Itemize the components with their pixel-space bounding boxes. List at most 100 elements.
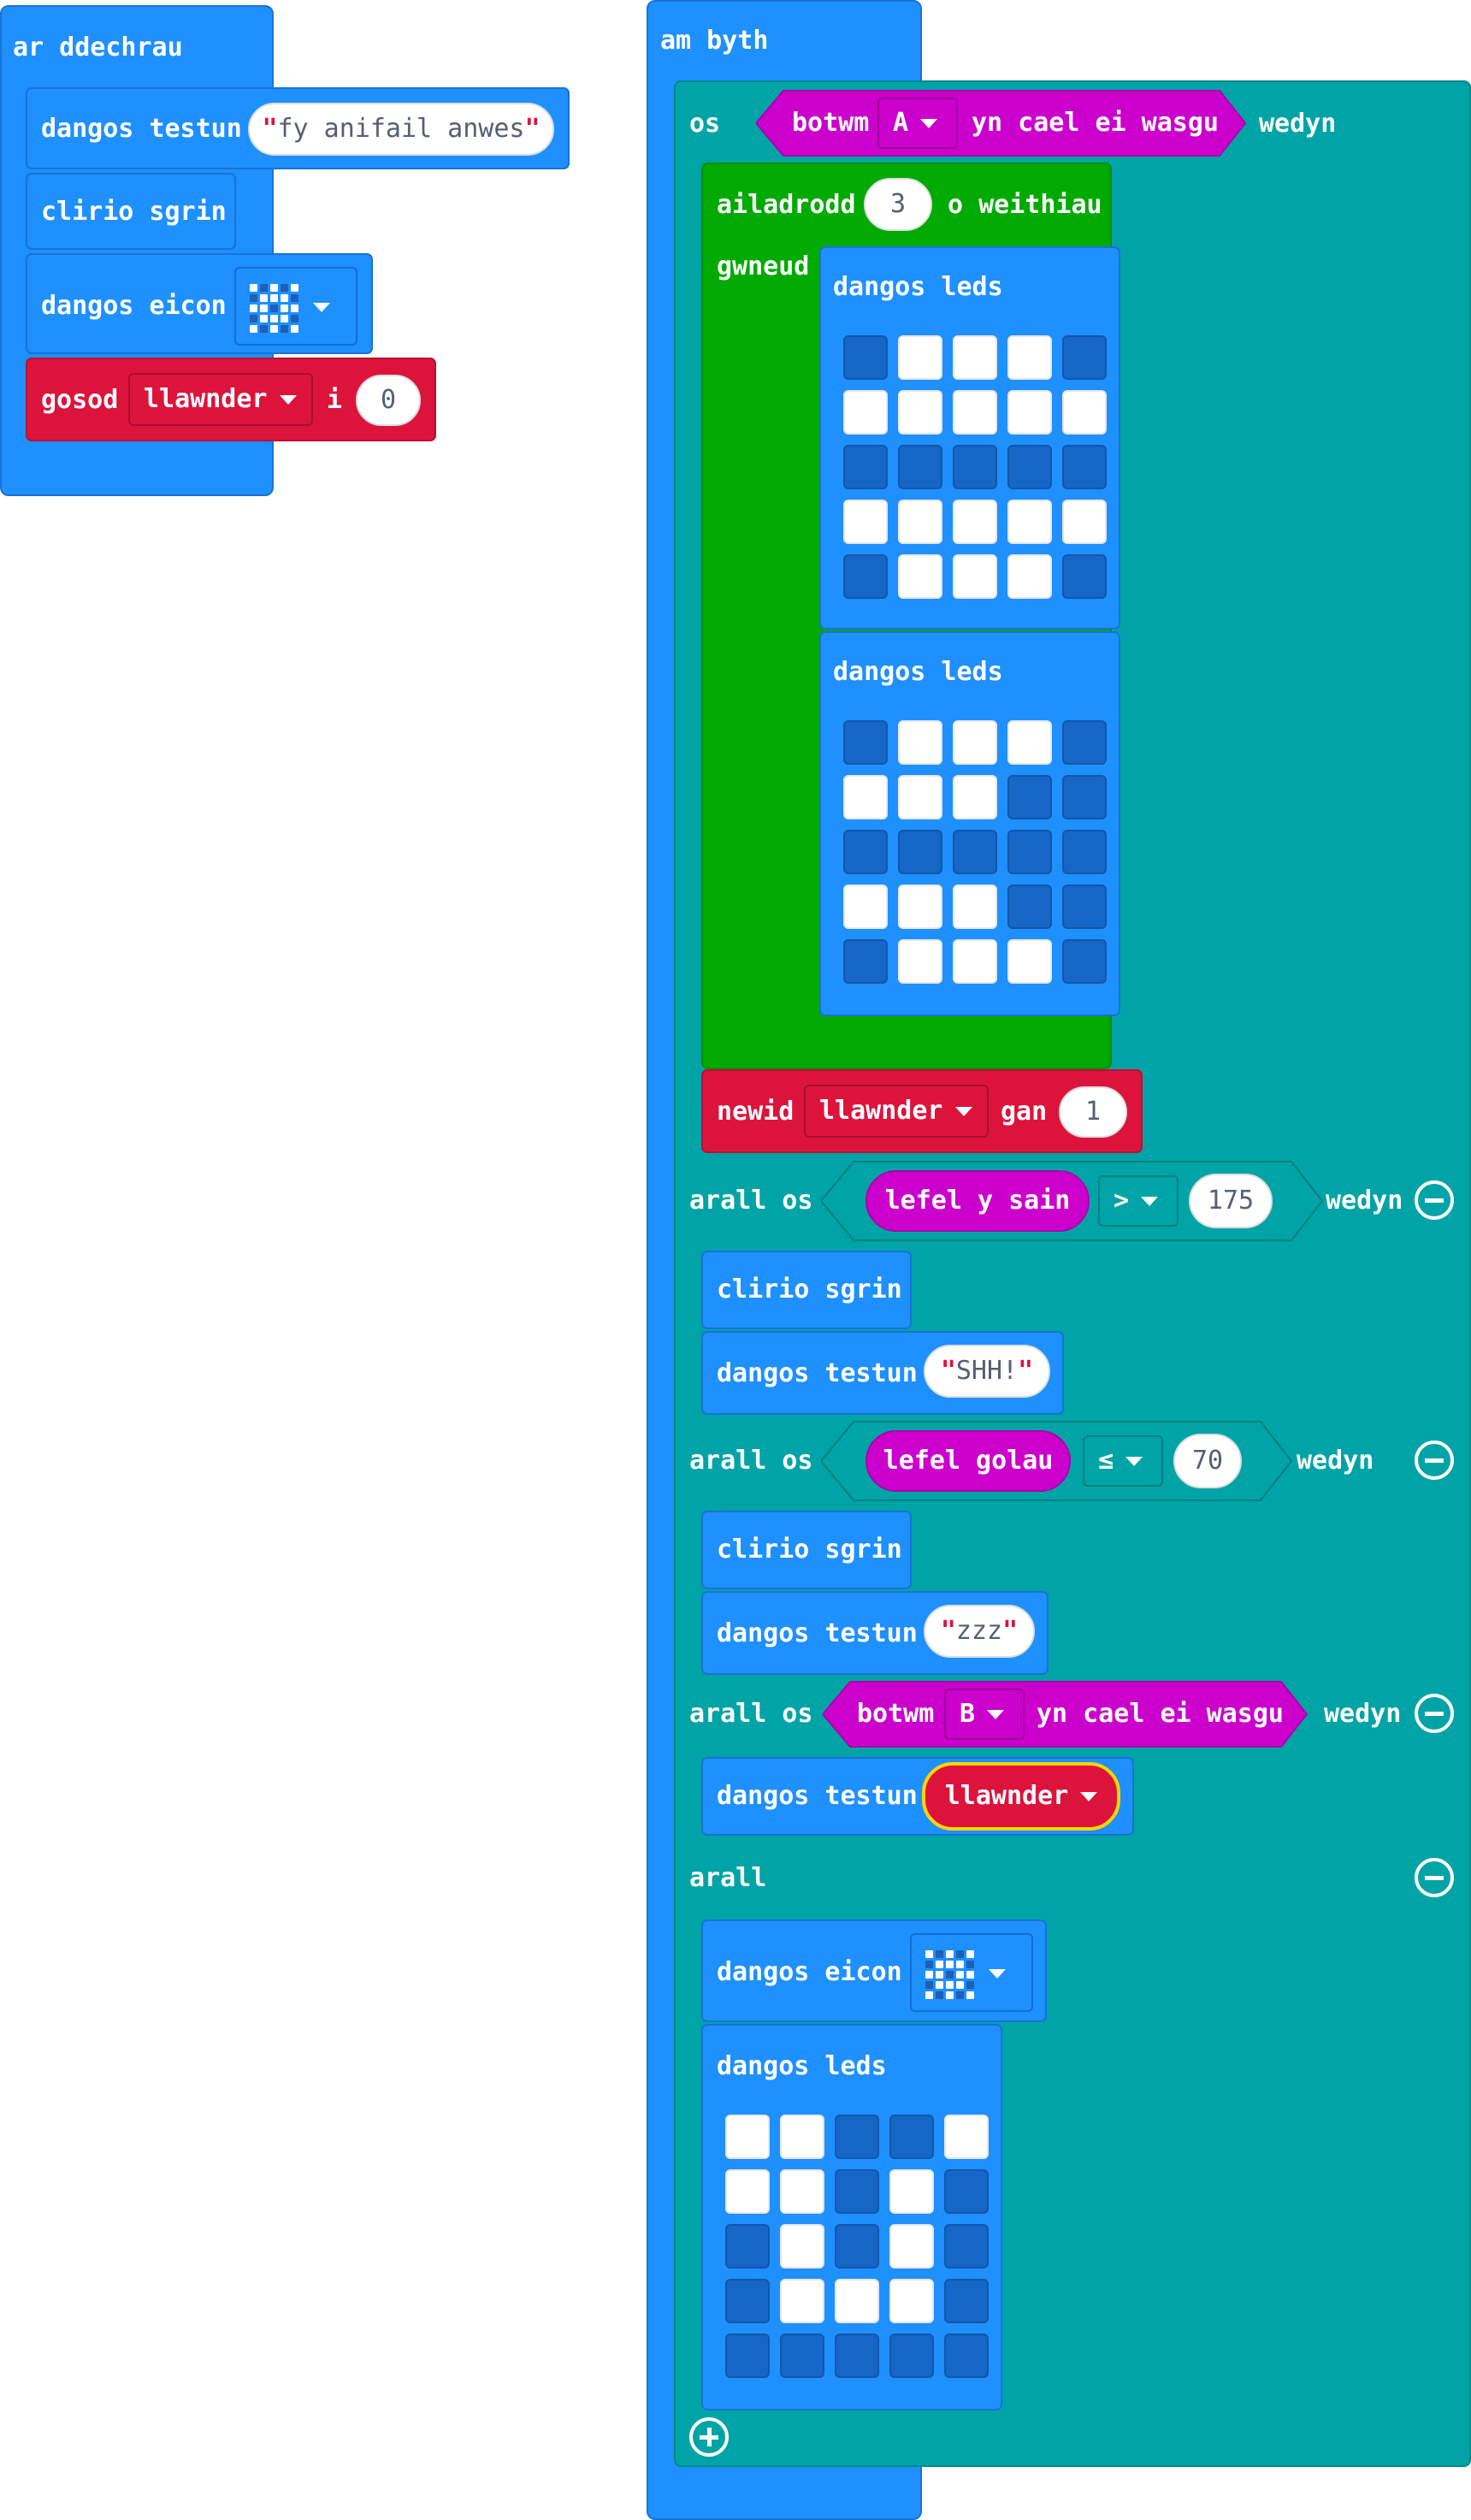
led-cell[interactable]	[843, 445, 888, 489]
button-dropdown[interactable]: A	[877, 98, 958, 149]
change-variable-dropdown[interactable]: llawnder	[804, 1085, 989, 1138]
light-threshold[interactable]: 70	[1173, 1434, 1242, 1488]
show-string-value[interactable]: "fy anifail anwes"	[248, 103, 554, 156]
led-cell[interactable]	[944, 2279, 989, 2323]
button-a-condition[interactable]: botwm A yn cael ei wasgu	[756, 89, 1247, 157]
light-level-reporter[interactable]: lefel golau	[865, 1430, 1071, 1492]
light-condition[interactable]: lefel golau ≤ 70	[821, 1420, 1293, 1502]
led-cell[interactable]	[898, 720, 942, 765]
button-b-condition[interactable]: botwm B yn cael ei wasgu	[823, 1680, 1309, 1748]
led-cell[interactable]	[843, 390, 888, 435]
led-cell[interactable]	[1062, 884, 1107, 929]
button-b-dropdown[interactable]: B	[944, 1689, 1025, 1740]
led-cell[interactable]	[944, 2334, 989, 2378]
led-cell[interactable]	[780, 2224, 824, 2269]
led-cell[interactable]	[843, 939, 888, 984]
led-cell[interactable]	[889, 2334, 934, 2378]
led-cell[interactable]	[953, 335, 997, 380]
led-cell[interactable]	[843, 554, 888, 599]
led-cell[interactable]	[725, 2169, 770, 2214]
led-cell[interactable]	[898, 445, 942, 489]
repeat-count[interactable]: 3	[864, 178, 932, 231]
clear-screen-block[interactable]	[26, 173, 236, 250]
icon-picker-2[interactable]	[910, 1933, 1033, 2012]
led-cell[interactable]	[898, 830, 942, 874]
led-cell[interactable]	[953, 884, 997, 929]
led-cell[interactable]	[843, 884, 888, 929]
led-cell[interactable]	[898, 939, 942, 984]
led-cell[interactable]	[835, 2115, 879, 2159]
shh-string[interactable]: "SHH!"	[924, 1345, 1050, 1398]
led-cell[interactable]	[953, 720, 997, 765]
led-cell[interactable]	[725, 2334, 770, 2378]
led-grid-1[interactable]	[843, 335, 1107, 599]
led-cell[interactable]	[953, 775, 997, 819]
led-cell[interactable]	[1007, 554, 1052, 599]
led-cell[interactable]	[725, 2224, 770, 2269]
led-cell[interactable]	[725, 2279, 770, 2323]
operator-dropdown-1[interactable]: >	[1098, 1175, 1179, 1227]
led-cell[interactable]	[1007, 884, 1052, 929]
led-cell[interactable]	[1062, 390, 1107, 435]
led-cell[interactable]	[1007, 775, 1052, 819]
led-cell[interactable]	[898, 884, 942, 929]
led-cell[interactable]	[1062, 335, 1107, 380]
add-branch-icon[interactable]	[689, 2417, 729, 2457]
set-value[interactable]: 0	[356, 375, 421, 426]
led-cell[interactable]	[835, 2334, 879, 2378]
led-cell[interactable]	[889, 2169, 934, 2214]
led-grid-2[interactable]	[843, 720, 1107, 984]
led-cell[interactable]	[843, 500, 888, 544]
led-cell[interactable]	[1007, 335, 1052, 380]
led-cell[interactable]	[780, 2169, 824, 2214]
led-cell[interactable]	[780, 2279, 824, 2323]
llawnder-reporter[interactable]: llawnder	[922, 1762, 1120, 1831]
variable-dropdown[interactable]: llawnder	[128, 373, 313, 426]
led-cell[interactable]	[1062, 720, 1107, 765]
led-cell[interactable]	[1007, 830, 1052, 874]
led-cell[interactable]	[898, 335, 942, 380]
remove-else-icon[interactable]	[1415, 1858, 1454, 1897]
led-cell[interactable]	[898, 390, 942, 435]
led-cell[interactable]	[898, 500, 942, 544]
zzz-string[interactable]: "zzz"	[924, 1605, 1035, 1658]
led-cell[interactable]	[953, 500, 997, 544]
remove-elseif-3-icon[interactable]	[1415, 1694, 1454, 1733]
led-cell[interactable]	[953, 445, 997, 489]
led-cell[interactable]	[898, 775, 942, 819]
led-cell[interactable]	[1007, 720, 1052, 765]
led-cell[interactable]	[1062, 445, 1107, 489]
led-cell[interactable]	[780, 2115, 824, 2159]
led-cell[interactable]	[725, 2115, 770, 2159]
led-cell[interactable]	[1062, 830, 1107, 874]
led-cell[interactable]	[835, 2224, 879, 2269]
led-cell[interactable]	[1062, 939, 1107, 984]
led-cell[interactable]	[898, 554, 942, 599]
led-cell[interactable]	[889, 2279, 934, 2323]
operator-dropdown-2[interactable]: ≤	[1083, 1435, 1163, 1487]
led-cell[interactable]	[953, 390, 997, 435]
led-cell[interactable]	[953, 830, 997, 874]
led-cell[interactable]	[835, 2169, 879, 2214]
led-cell[interactable]	[1007, 390, 1052, 435]
led-cell[interactable]	[1062, 500, 1107, 544]
clear-screen-block-2[interactable]	[701, 1251, 912, 1329]
change-value[interactable]: 1	[1059, 1086, 1127, 1138]
led-cell[interactable]	[843, 720, 888, 765]
led-cell[interactable]	[944, 2115, 989, 2159]
led-cell[interactable]	[953, 554, 997, 599]
icon-picker[interactable]	[234, 267, 357, 346]
led-cell[interactable]	[1007, 445, 1052, 489]
led-cell[interactable]	[843, 335, 888, 380]
led-cell[interactable]	[843, 830, 888, 874]
led-cell[interactable]	[944, 2224, 989, 2269]
clear-screen-block-3[interactable]	[701, 1511, 912, 1589]
led-cell[interactable]	[1007, 500, 1052, 544]
remove-elseif-1-icon[interactable]	[1415, 1180, 1454, 1220]
sound-threshold[interactable]: 175	[1189, 1174, 1273, 1228]
led-grid-3[interactable]	[725, 2115, 989, 2378]
led-cell[interactable]	[1062, 775, 1107, 819]
remove-elseif-2-icon[interactable]	[1415, 1440, 1454, 1480]
led-cell[interactable]	[1007, 939, 1052, 984]
led-cell[interactable]	[889, 2115, 934, 2159]
